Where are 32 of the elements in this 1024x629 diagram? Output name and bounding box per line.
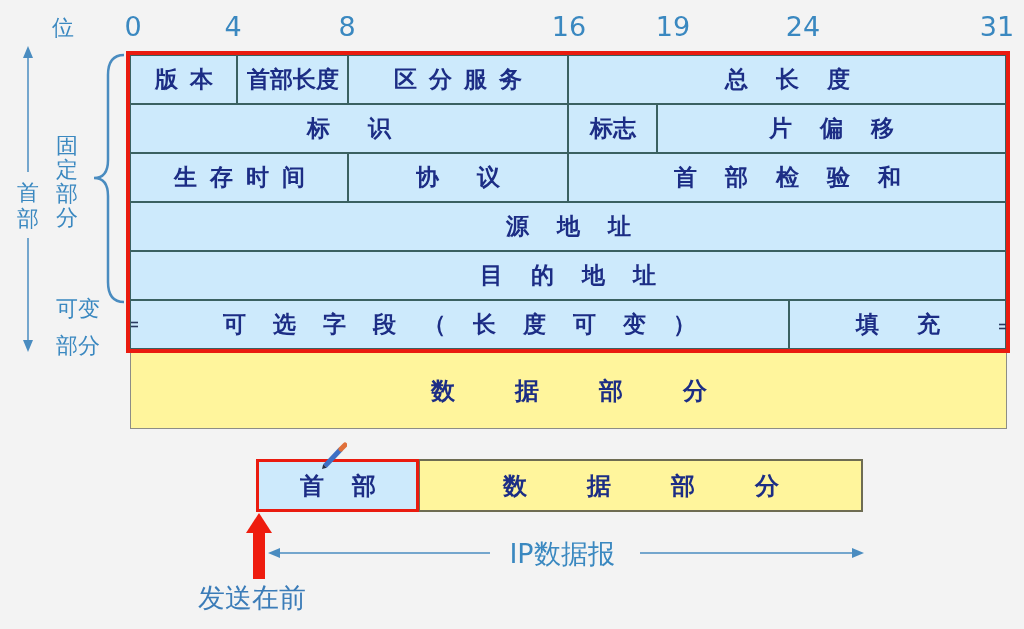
- bit-position-label: 31: [979, 12, 1015, 40]
- data-block: 数据部分: [418, 459, 863, 512]
- header-field: 目的地址: [130, 251, 1006, 300]
- header-field: 首部长度: [237, 55, 348, 104]
- bit-position-label: 8: [338, 12, 356, 40]
- header-field: 填充: [789, 300, 1006, 349]
- header-field: 协议: [348, 153, 568, 202]
- header-field: 区分服务: [348, 55, 568, 104]
- header-field: 版本: [130, 55, 237, 104]
- header-field: 片偏移: [657, 104, 1006, 153]
- variable-part-label: 可变部分: [56, 295, 101, 360]
- bit-position-label: 24: [785, 12, 821, 40]
- header-field: 首部检验和: [568, 153, 1006, 202]
- datagram-label: IP数据报: [509, 539, 615, 567]
- header-field: 标志: [568, 104, 657, 153]
- header-field: 可选字段（长度可变）: [130, 300, 789, 349]
- bit-position-label: 16: [551, 12, 587, 40]
- bit-position-label: 19: [655, 12, 691, 40]
- arrow: [246, 513, 272, 579]
- fixed-part-label: 固定部分: [56, 134, 78, 230]
- header-field: 源地址: [130, 202, 1006, 251]
- bit-position-label: 0: [124, 12, 142, 40]
- bit-axis-label: 位: [52, 17, 74, 39]
- header-field: 总长度: [568, 55, 1006, 104]
- send-first-label: 发送在前: [198, 580, 306, 616]
- header-block: 首部: [256, 459, 419, 512]
- data-field: 数据部分: [130, 353, 1007, 429]
- bit-position-label: 4: [224, 12, 242, 40]
- header-field: 标识: [130, 104, 568, 153]
- header-label: 首部: [17, 180, 39, 232]
- header-field: 生存时间: [130, 153, 348, 202]
- header-frame: [126, 51, 1010, 353]
